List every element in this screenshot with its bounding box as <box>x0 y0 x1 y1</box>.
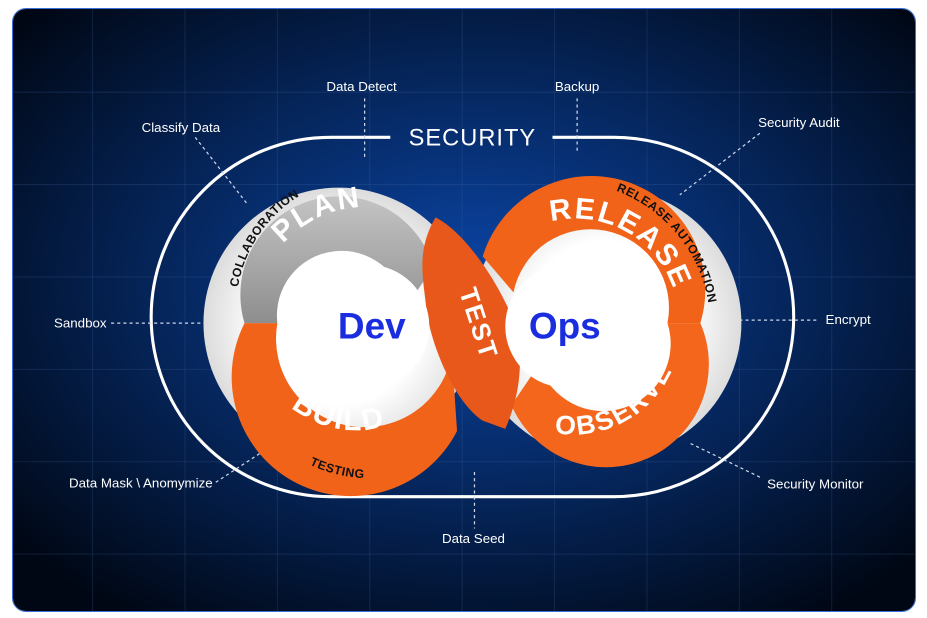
build-segment <box>231 323 458 497</box>
callout-security-monitor: Security Monitor <box>767 476 864 491</box>
callout-connectors <box>111 98 820 529</box>
callout-backup: Backup <box>555 79 599 94</box>
callout-classify-data: Classify Data <box>142 120 221 135</box>
callout-security-audit: Security Audit <box>758 115 840 130</box>
callout-data-detect: Data Detect <box>326 79 397 94</box>
test-segment <box>422 217 520 429</box>
background-grid <box>13 9 915 611</box>
callout-sandbox: Sandbox <box>54 315 107 330</box>
ops-hub <box>505 264 629 388</box>
devsecops-diagram: SECURITY Dev Ops TEST PLAN BUILD RELEASE… <box>13 9 915 611</box>
callout-data-mask: Data Mask \ Anomymize <box>69 475 213 490</box>
release-segment <box>482 176 706 324</box>
ops-label: Ops <box>529 306 601 347</box>
dev-label: Dev <box>338 306 406 347</box>
callout-encrypt: Encrypt <box>826 312 871 327</box>
callout-data-seed: Data Seed <box>442 531 505 546</box>
security-outline <box>149 135 796 499</box>
security-title: SECURITY <box>409 126 537 152</box>
dev-hub <box>306 264 430 388</box>
observe-segment <box>511 323 709 468</box>
plan-segment <box>240 196 434 324</box>
diagram-panel: SECURITY Dev Ops TEST PLAN BUILD RELEASE… <box>12 8 916 612</box>
